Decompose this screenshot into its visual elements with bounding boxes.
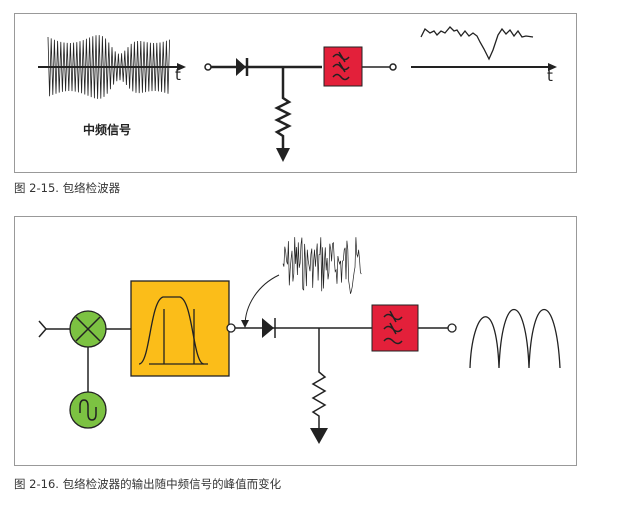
lowpass-filter-icon — [371, 304, 419, 352]
ground-icon — [310, 428, 328, 444]
figure-2-16 — [14, 216, 577, 466]
output-terminal — [389, 63, 397, 71]
if-signal-waveform — [47, 35, 170, 99]
figure-2-15 — [14, 13, 577, 173]
if-carrier-trace — [47, 35, 170, 99]
envelope-detector-circuit — [204, 46, 397, 162]
if-noise-burst-waveform — [282, 237, 362, 294]
ground-icon — [276, 148, 290, 162]
if-signal-label: 中频信号 — [83, 122, 131, 137]
time-axis-label: t — [175, 66, 181, 84]
noise-trace — [282, 237, 362, 294]
figure-caption: 图 2-15. 包络检波器 — [14, 181, 121, 195]
figure-caption: 图 2-16. 包络检波器的输出随中频信号的峰值而变化 — [14, 477, 282, 491]
output-terminal — [447, 323, 457, 333]
resistor-icon — [311, 328, 327, 428]
if-output-terminal — [226, 323, 236, 333]
detected-envelope-waveform — [420, 26, 534, 61]
diode-icon — [236, 58, 246, 76]
receiver-block-diagram — [38, 237, 561, 444]
resistor-icon — [274, 67, 292, 148]
diode-icon — [262, 318, 274, 338]
arrow-head-icon — [241, 320, 249, 328]
input-terminal — [204, 63, 212, 71]
bandpass-filter-icon — [130, 280, 230, 377]
antenna-icon — [38, 320, 47, 338]
axis-arrow-icon — [548, 63, 557, 71]
rectified-output-waveform — [469, 308, 561, 369]
output-time-axis-label: t — [547, 67, 553, 85]
lowpass-filter-icon — [323, 46, 363, 87]
axis-arrow-icon — [177, 63, 186, 71]
